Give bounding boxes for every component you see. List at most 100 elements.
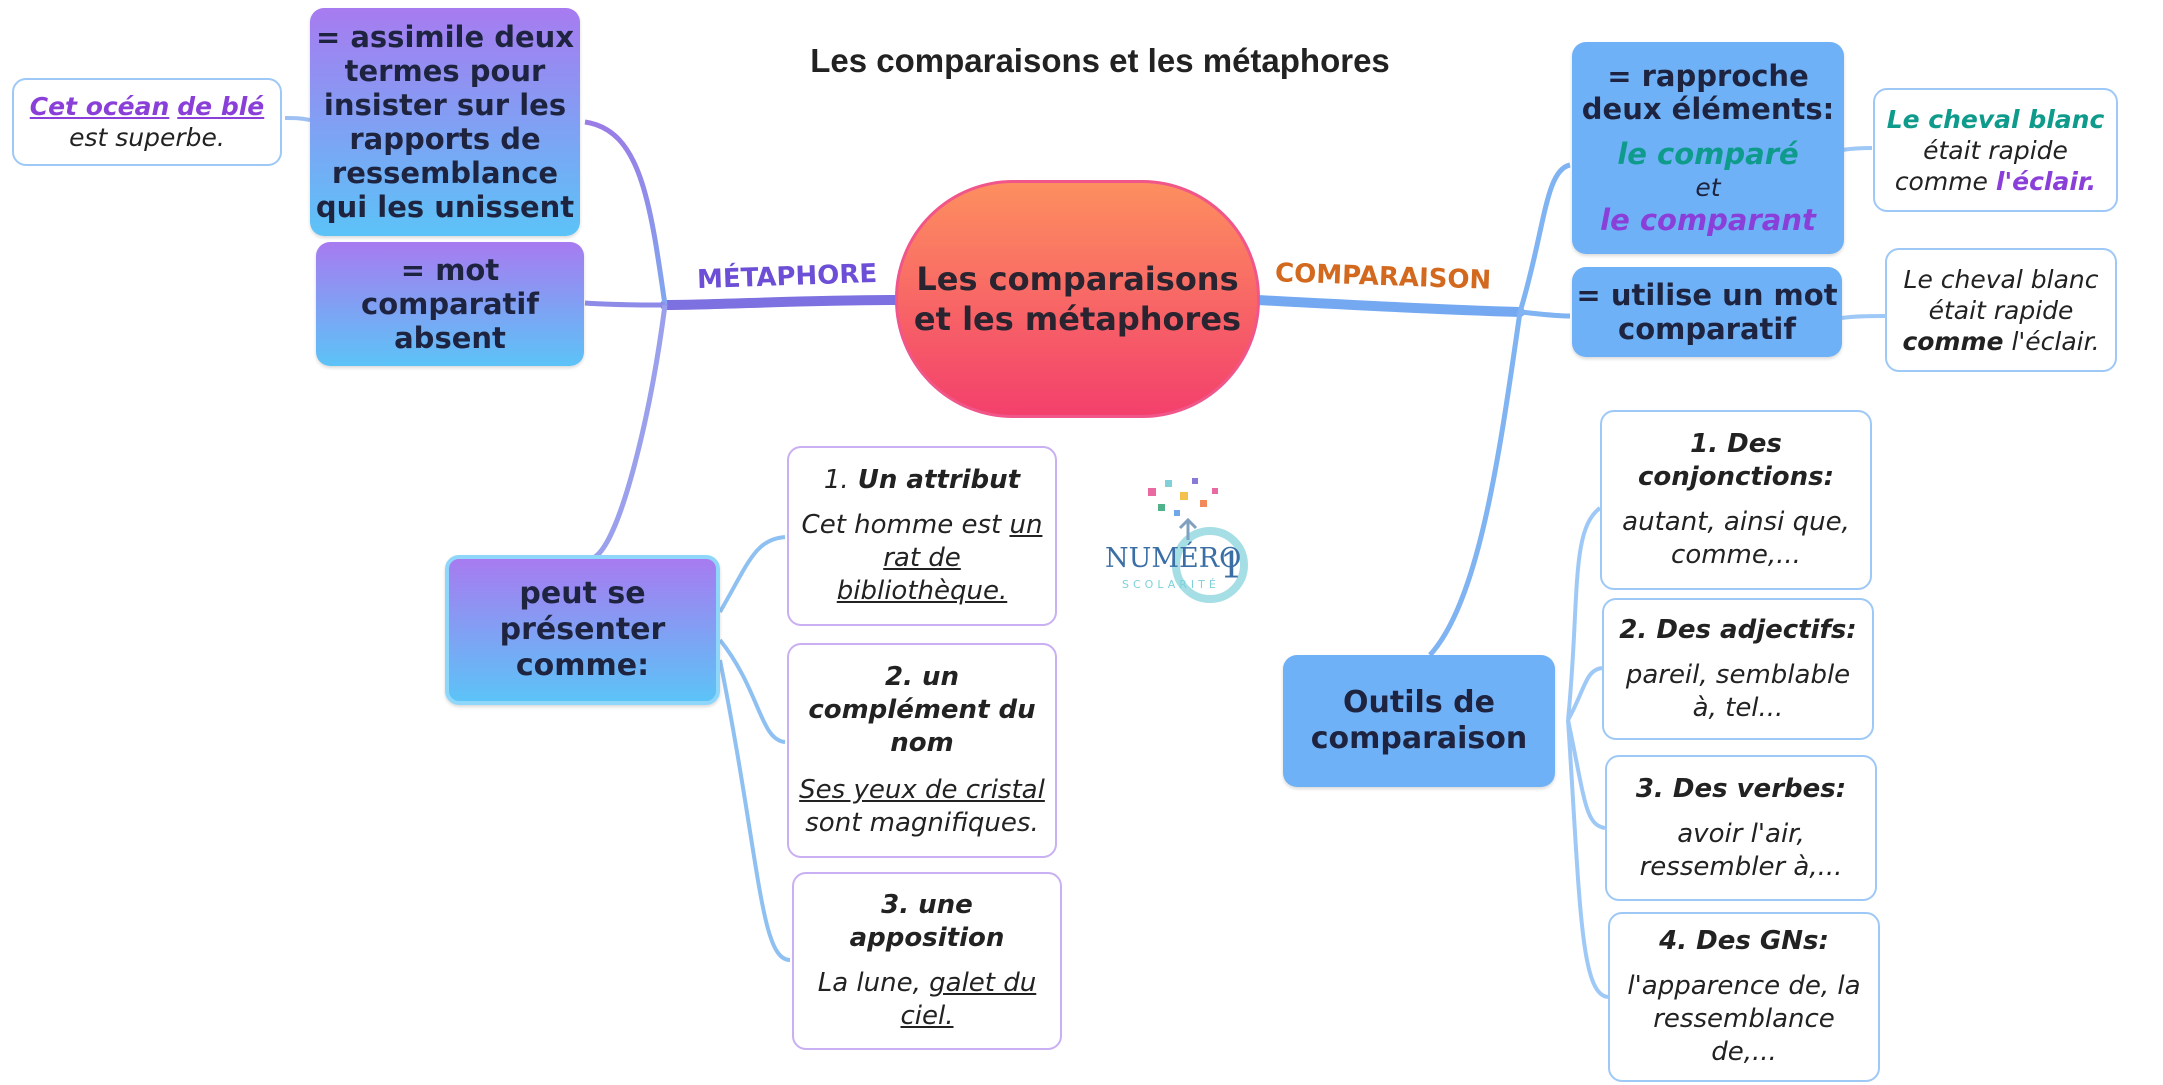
link-cex1 (1841, 146, 1873, 152)
tool-title: 3. Des verbes: (1635, 773, 1847, 804)
example-subject: Le cheval blanc (1886, 104, 2105, 134)
cdef1-line: deux éléments: (1581, 91, 1835, 126)
logo-subtext: SCOLARITÉ (1122, 578, 1220, 591)
tool-title: 4. Des GNs: (1659, 926, 1829, 956)
tools-line: Outils de (1343, 685, 1495, 720)
form-card-apposition: 3. une apposition La lune, galet du ciel… (792, 872, 1062, 1050)
tool-text: comme,... (1671, 540, 1801, 570)
tool-text: pareil, semblable (1625, 659, 1851, 690)
link-form2 (718, 638, 786, 744)
example-word-ocean: Cet océan (29, 92, 170, 121)
def1-line: ressemblance (331, 156, 559, 190)
example-line: était rapide (1928, 295, 2074, 325)
forms-line: présenter (499, 612, 666, 647)
form-example: sont magnifiques. (805, 808, 1039, 838)
comparaison-definition-1: = rapproche deux éléments: le comparé et… (1572, 42, 1844, 254)
tool-title: 1. Des (1690, 429, 1782, 459)
tool-text: ressemblance (1653, 1004, 1835, 1034)
example-line: Le cheval blanc (1903, 264, 2099, 294)
form-example: Cet homme est (801, 510, 1002, 540)
form-example-underlined: bibliothèque. (836, 576, 1008, 606)
page-title: Les comparaisons et les métaphores (810, 42, 1390, 79)
example-word-comme: comme (1902, 326, 2004, 356)
tool-text: avoir l'air, (1677, 818, 1805, 849)
link-tool4 (1566, 719, 1609, 999)
form-title: Un attribut (857, 465, 1021, 495)
forms-line: comme: (515, 648, 650, 683)
example-word-eclair: l'éclair. (2011, 326, 2100, 356)
comparant-term: le comparant (1600, 202, 1816, 237)
link-tool2 (1566, 666, 1603, 721)
central-line-2: et les métaphores (913, 300, 1242, 338)
def2-line: = mot (400, 253, 500, 287)
form-title: apposition (849, 923, 1005, 953)
def1-line: = assimile deux (315, 20, 575, 54)
tool-text: à, tel... (1692, 692, 1784, 723)
form-title: nom (890, 728, 954, 758)
tool-card-verbes: 3. Des verbes: avoir l'air, ressembler à… (1605, 755, 1877, 901)
logo-number: 1 (1220, 546, 1243, 587)
form-card-attribut: 1. Un attribut Cet homme est un rat de b… (787, 446, 1057, 626)
metaphore-definition-1: = assimile deux termes pour insister sur… (310, 8, 580, 236)
tool-text: l'apparence de, la (1627, 971, 1861, 1001)
form-title: complément du (808, 695, 1036, 725)
form-title: 3. une (881, 890, 973, 920)
logo-text: NUMÉRO (1105, 541, 1241, 574)
forms-line: peut se (519, 576, 646, 611)
link-form1 (718, 535, 786, 613)
comparaison-definition-2: = utilise un mot comparatif (1572, 267, 1842, 357)
form-example-underlined: galet du (929, 968, 1037, 998)
form-title: 2. un (884, 662, 960, 692)
comparaison-example-card-2: Le cheval blanc était rapide comme l'écl… (1885, 248, 2117, 372)
tool-text: ressembler à,... (1639, 851, 1843, 882)
example-word-ble: de blé (177, 92, 265, 121)
tool-card-conjonctions: 1. Des conjonctions: autant, ainsi que, … (1600, 410, 1872, 590)
comparaison-branch-line (1253, 295, 1525, 317)
tool-title: 2. Des adjectifs: (1619, 614, 1857, 645)
def2-line: absent (394, 321, 506, 355)
tools-line: comparaison (1310, 721, 1528, 756)
numero1-logo: NUMÉRO 1 SCOLARITÉ (1100, 470, 1250, 620)
link-example-metaphore (284, 116, 311, 122)
form-example: La lune, (817, 968, 921, 998)
comparaison-example-card-1: Le cheval blanc était rapide comme l'écl… (1873, 88, 2118, 212)
def2-line: comparatif (361, 287, 539, 321)
def1-line: rapports de (349, 122, 541, 156)
central-line-1: Les comparaisons (916, 260, 1239, 298)
cdef2-line: = utilise un mot (1576, 278, 1838, 312)
form-example-underlined: rat de (883, 543, 961, 573)
tool-text: autant, ainsi que, (1622, 507, 1850, 537)
tool-text: de,... (1711, 1037, 1777, 1067)
link-def2 (584, 300, 666, 308)
link-tools (1428, 311, 1523, 657)
central-node: Les comparaisons et les métaphores (895, 180, 1260, 418)
link-tool1 (1566, 506, 1602, 721)
form-number: 1. (823, 465, 849, 495)
link-cdef2 (1519, 309, 1571, 319)
link-form3 (718, 659, 791, 962)
link-forms (593, 304, 668, 560)
cdef2-line: comparatif (1618, 312, 1796, 346)
tool-card-adjectifs: 2. Des adjectifs: pareil, semblable à, t… (1602, 598, 1874, 740)
compare-term: le comparé (1617, 136, 1799, 171)
metaphore-definition-2: = mot comparatif absent (316, 242, 584, 366)
et-word: et (1695, 172, 1721, 202)
example-word-comme: comme (1894, 166, 1988, 196)
link-def1 (584, 119, 668, 306)
link-tool3 (1566, 719, 1606, 830)
tools-node: Outils de comparaison (1283, 655, 1555, 787)
def1-line: qui les unissent (315, 190, 575, 224)
metaphore-branch-line (660, 295, 903, 310)
form-example-underlined: un (1009, 510, 1043, 540)
metaphore-forms-node: peut se présenter comme: (445, 555, 720, 705)
cdef1-line: = rapproche (1607, 58, 1809, 93)
metaphore-label: MÉTAPHORE (696, 258, 878, 296)
link-cex2 (1841, 314, 1886, 320)
def1-line: termes pour (344, 54, 546, 88)
link-cdef1 (1517, 162, 1571, 313)
metaphore-example-card: Cet océan de blé est superbe. (12, 78, 282, 166)
example-word-eclair: l'éclair. (1995, 166, 2097, 196)
def1-line: insister sur les (323, 88, 567, 122)
example-line: était rapide (1923, 135, 2068, 165)
